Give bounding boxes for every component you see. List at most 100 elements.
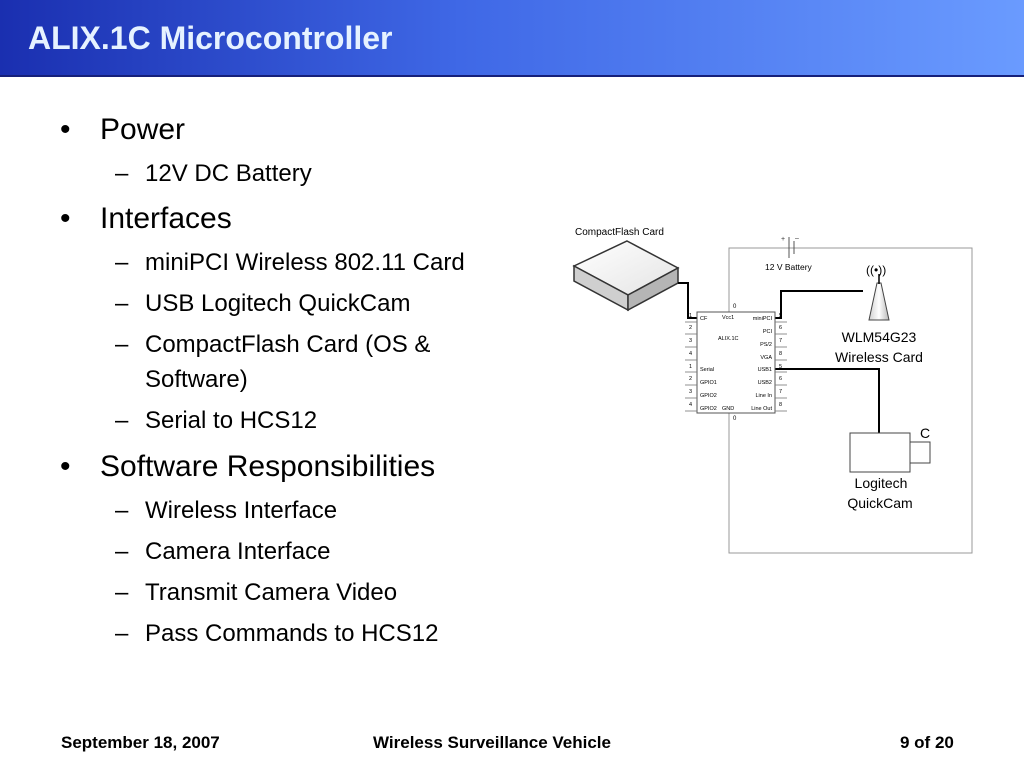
- pin-label: Line Out: [751, 406, 772, 412]
- sub-bullet: –USB Logitech QuickCam: [115, 287, 411, 321]
- camera-label-line2: QuickCam: [847, 495, 912, 511]
- wireless-signal-icon: ((•)): [866, 263, 886, 277]
- sub-bullet-label: CompactFlash Card (OS &: [145, 331, 431, 358]
- bullet-interfaces: •Interfaces: [60, 202, 232, 236]
- bullet-label: Software Responsibilities: [100, 450, 436, 483]
- pin-label: GPIO2: [700, 393, 717, 399]
- sub-dash: –: [115, 538, 129, 565]
- right-pin-leads: [775, 321, 787, 412]
- pin-number: 3: [689, 338, 692, 344]
- sub-dash: –: [115, 579, 129, 606]
- pin-number: 2: [689, 325, 692, 331]
- antenna-icon: [868, 274, 890, 321]
- bullet-dot: •: [60, 450, 71, 483]
- pin-number: 1: [689, 364, 692, 370]
- sub-bullet-label: Camera Interface: [145, 538, 331, 565]
- bullet-software: • Software Responsibilities: [60, 450, 436, 484]
- wlm-label-line1: WLM54G23: [842, 329, 917, 345]
- pin-number: 2: [689, 376, 692, 382]
- right-pin-numbers: 5 6 7 8 5 6 7 8: [779, 313, 782, 408]
- pin-label: VGA: [760, 355, 772, 361]
- sub-dash: –: [115, 620, 129, 647]
- sub-dash: –: [115, 497, 129, 524]
- pin-label: PS/2: [760, 342, 772, 348]
- pin-number: 8: [779, 351, 782, 357]
- sub-bullet-label: miniPCI Wireless 802.11 Card: [145, 249, 465, 276]
- bullet-dot: •: [60, 202, 71, 235]
- pin-number: 6: [779, 376, 782, 382]
- pin-number: 7: [779, 389, 782, 395]
- sub-bullet-label: Pass Commands to HCS12: [145, 620, 439, 647]
- battery-icon: + –: [781, 235, 799, 258]
- battery-minus: –: [795, 235, 799, 242]
- compactflash-card: [572, 240, 680, 312]
- pin-number: 1: [689, 313, 692, 319]
- board-top-num: 0: [733, 304, 737, 310]
- footer-page-number: 9 of 20: [900, 733, 954, 752]
- sub-dash: –: [115, 249, 129, 276]
- pin-number: 4: [689, 402, 692, 408]
- pin-label: GPIO1: [700, 380, 717, 386]
- left-pin-numbers: 1 2 3 4 1 2 3 4: [689, 313, 692, 408]
- battery-label: 12 V Battery: [765, 262, 813, 272]
- sub-bullet-label: Transmit Camera Video: [145, 579, 398, 606]
- pin-number: 5: [779, 313, 782, 319]
- board-bottom-num: 0: [733, 416, 737, 422]
- sub-bullet-label: 12V DC Battery: [145, 160, 312, 187]
- pin-label: Line In: [755, 393, 772, 399]
- compactflash-label: CompactFlash Card: [575, 227, 664, 238]
- sub-bullet: –CompactFlash Card (OS &: [115, 328, 431, 362]
- footer-project: Wireless Surveillance Vehicle: [373, 733, 611, 752]
- sub-dash: –: [115, 290, 129, 317]
- board-gnd: GND: [722, 406, 734, 412]
- sub-bullet: –miniPCI Wireless 802.11 Card: [115, 246, 465, 280]
- footer-date: September 18, 2007: [61, 733, 220, 752]
- sub-bullet: –Wireless Interface: [115, 494, 338, 528]
- sub-bullet-continuation: Software): [145, 363, 248, 397]
- battery-plus: +: [781, 236, 785, 243]
- wlm-label-line2: Wireless Card: [835, 349, 923, 365]
- sub-bullet: –12V DC Battery: [115, 157, 312, 191]
- pin-label: USB1: [758, 367, 772, 373]
- pin-label: GPIO2: [700, 406, 717, 412]
- pin-number: 6: [779, 325, 782, 331]
- sub-bullet-label: Wireless Interface: [145, 497, 338, 524]
- bullet-label: Power: [100, 113, 186, 146]
- pin-label: USB2: [758, 380, 772, 386]
- title-bar-edge: [0, 75, 1024, 77]
- pin-number: 7: [779, 338, 782, 344]
- title-bar: ALIX.1C Microcontroller: [0, 0, 1024, 77]
- sub-bullet: –Transmit Camera Video: [115, 576, 398, 610]
- right-pin-labels: miniPCI PCI PS/2 VGA USB1 USB2 Line In L…: [751, 316, 772, 412]
- sub-dash: –: [115, 160, 129, 187]
- pin-label: CF: [700, 316, 708, 322]
- camera-icon: [849, 432, 931, 473]
- pin-label: PCI: [763, 329, 773, 335]
- sub-bullet-label: USB Logitech QuickCam: [145, 290, 411, 317]
- pin-number: 4: [689, 351, 692, 357]
- pin-label: miniPCI: [753, 316, 773, 322]
- slide-title: ALIX.1C Microcontroller: [28, 20, 393, 56]
- pin-label: Serial: [700, 367, 714, 373]
- sub-dash: –: [115, 407, 129, 434]
- pin-number: 3: [689, 389, 692, 395]
- bullet-dot: •: [60, 113, 71, 146]
- wire-cf: [678, 282, 697, 319]
- pin-number: 5: [779, 364, 782, 370]
- alix-board: 0 0 Vcc1 ALIX.1C GND CF Serial GPIO1 GPI…: [685, 304, 787, 422]
- sub-bullet: –Serial to HCS12: [115, 404, 318, 438]
- camera-label-line1: Logitech: [855, 475, 908, 491]
- bullet-power: • Power: [60, 113, 186, 147]
- sub-bullet: –Camera Interface: [115, 535, 331, 569]
- board-vcc: Vcc1: [722, 315, 734, 321]
- left-pin-leads: [685, 321, 697, 412]
- sub-bullet-label: Software): [145, 366, 248, 393]
- sub-dash: –: [115, 331, 129, 358]
- pin-number: 8: [779, 402, 782, 408]
- sub-bullet-label: Serial to HCS12: [145, 407, 318, 434]
- camera-letter: C: [920, 425, 930, 441]
- board-name: ALIX.1C: [718, 336, 739, 342]
- sub-bullet: –Pass Commands to HCS12: [115, 617, 439, 651]
- wire-minipci: [775, 290, 863, 319]
